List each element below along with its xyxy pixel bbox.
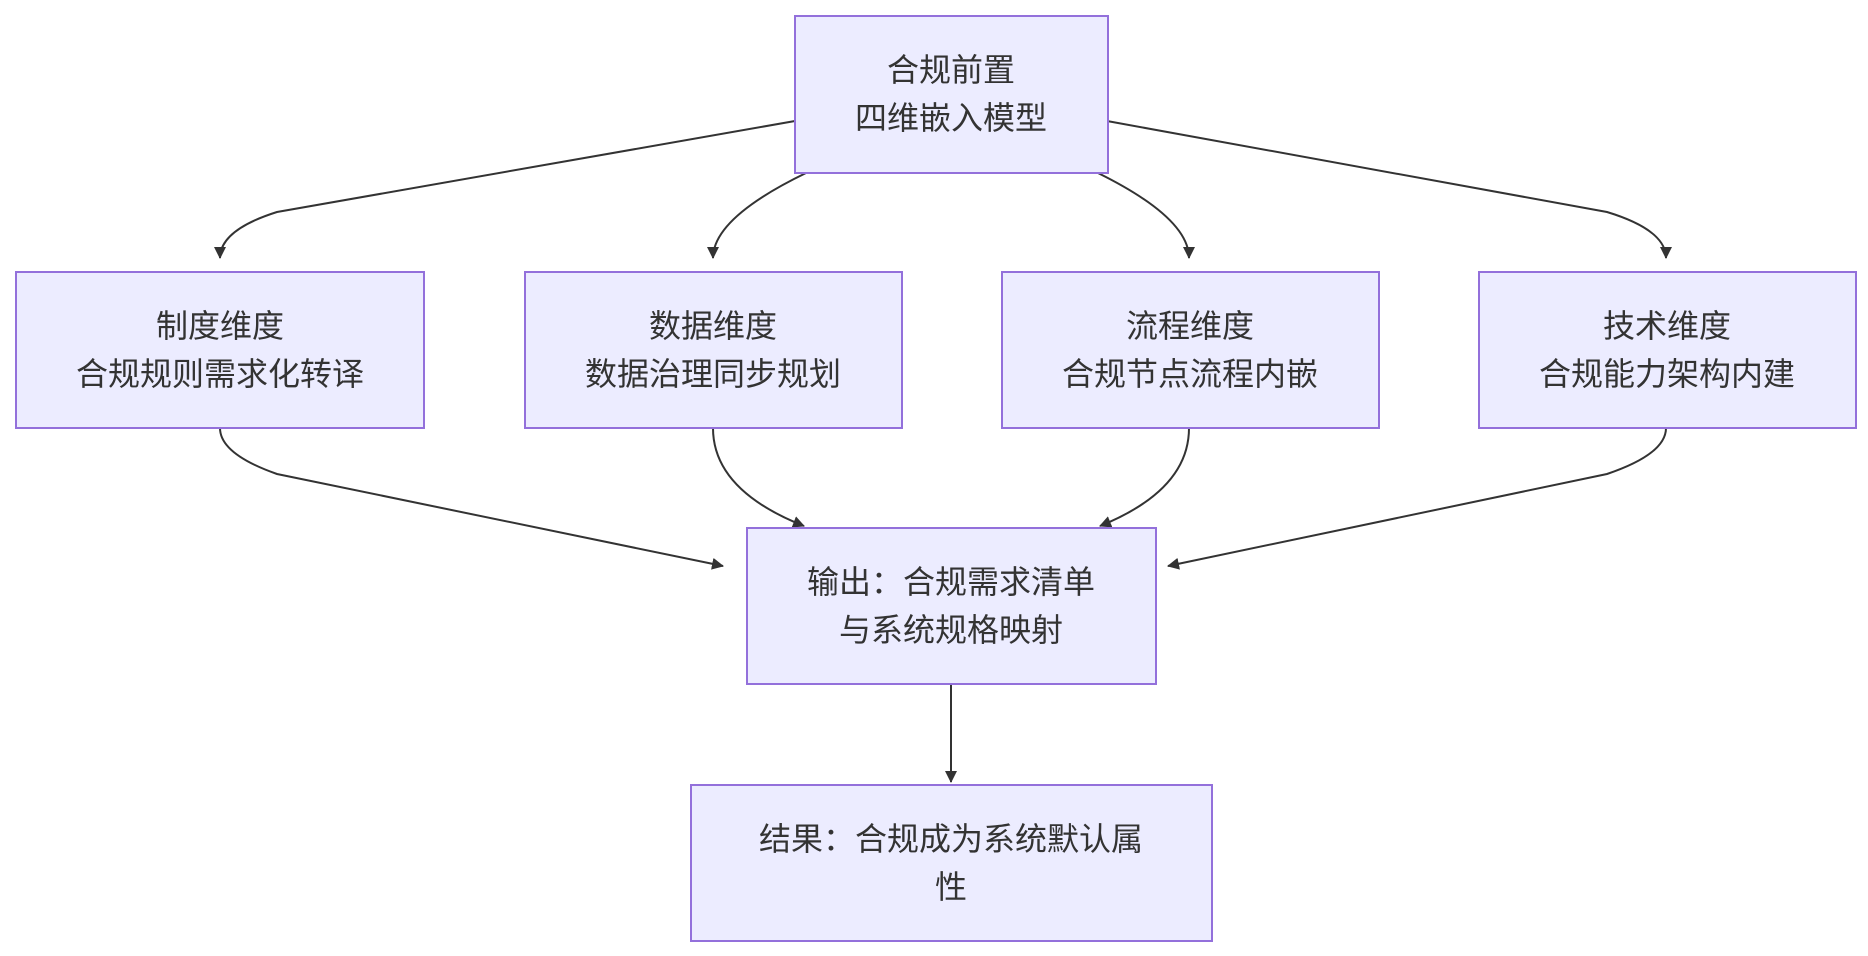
node-process-dimension-line1: 流程维度 (1126, 307, 1254, 345)
edge-process-to-output (1099, 427, 1190, 528)
edge-institution-to-output (219, 427, 724, 570)
edge-tech-to-output (1167, 427, 1667, 570)
node-compliance-model: 合规前置 四维嵌入模型 (794, 15, 1109, 174)
node-tech-dimension-line1: 技术维度 (1603, 307, 1731, 345)
node-compliance-model-line2: 四维嵌入模型 (855, 99, 1047, 137)
node-institution-dimension-line1: 制度维度 (156, 307, 284, 345)
edge-root-to-process (1097, 172, 1195, 259)
edge-root-to-institution (214, 120, 796, 259)
edge-root-to-tech (1106, 120, 1672, 259)
node-result-line2: 性 (935, 868, 967, 906)
node-output: 输出：合规需求清单 与系统规格映射 (746, 527, 1157, 685)
node-result-line1: 结果：合规成为系统默认属 (759, 820, 1143, 858)
edge-root-to-data (707, 172, 807, 259)
node-result: 结果：合规成为系统默认属 性 (690, 784, 1213, 942)
node-process-dimension-line2: 合规节点流程内嵌 (1062, 355, 1318, 393)
node-data-dimension-line2: 数据治理同步规划 (585, 355, 841, 393)
node-institution-dimension-line2: 合规规则需求化转译 (76, 355, 364, 393)
node-data-dimension-line1: 数据维度 (649, 307, 777, 345)
node-tech-dimension-line2: 合规能力架构内建 (1539, 355, 1795, 393)
node-compliance-model-line1: 合规前置 (887, 51, 1015, 89)
edge-data-to-output (712, 427, 805, 528)
node-data-dimension: 数据维度 数据治理同步规划 (524, 271, 903, 429)
node-institution-dimension: 制度维度 合规规则需求化转译 (15, 271, 425, 429)
node-output-line2: 与系统规格映射 (839, 611, 1063, 649)
node-process-dimension: 流程维度 合规节点流程内嵌 (1001, 271, 1380, 429)
node-output-line1: 输出：合规需求清单 (807, 563, 1095, 601)
node-tech-dimension: 技术维度 合规能力架构内建 (1478, 271, 1857, 429)
